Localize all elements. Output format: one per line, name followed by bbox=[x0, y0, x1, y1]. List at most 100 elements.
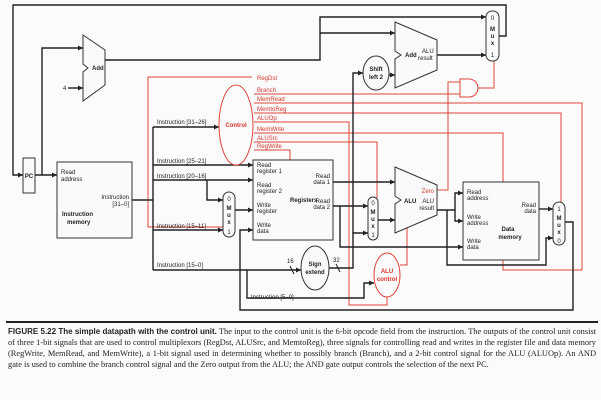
caption-divider bbox=[6, 321, 598, 323]
read-data-2-label: Read bbox=[316, 199, 330, 205]
field-20-16: Instruction [20–16] bbox=[157, 174, 207, 180]
control-label: Control bbox=[225, 123, 247, 129]
instruction-memory-title: Instruction bbox=[62, 212, 93, 218]
mux-label: M bbox=[371, 210, 376, 216]
signal-alusrc: ALUSrc bbox=[257, 136, 278, 142]
alu-result-label: ALU bbox=[422, 49, 434, 55]
write-data-label: Write bbox=[467, 239, 482, 245]
signal-branch: Branch bbox=[257, 88, 276, 94]
sign-extend-label: extend bbox=[305, 270, 325, 276]
mux-label: x bbox=[491, 41, 495, 47]
alu-result-label: result bbox=[419, 206, 434, 212]
field-31-26: Instruction [31–26] bbox=[157, 120, 207, 126]
alu-label: ALU bbox=[404, 199, 416, 205]
mux-label: M bbox=[557, 216, 562, 222]
read-data-2-label: data 2 bbox=[313, 205, 330, 211]
write-data-label: data bbox=[257, 229, 269, 235]
instruction-label: Instruction bbox=[101, 195, 129, 201]
control-signal-labels: RegDst Branch MemRead MemtoReg ALUOp Mem… bbox=[257, 76, 286, 150]
memtoreg-mux: 1 M u x 0 bbox=[552, 201, 566, 246]
read-data-1-label: data 1 bbox=[313, 180, 330, 186]
pc-adder: Add bbox=[82, 34, 106, 102]
signal-memread: MemRead bbox=[257, 97, 285, 103]
mux-label: u bbox=[227, 213, 231, 219]
mux-input-0: 0 bbox=[491, 16, 495, 22]
bits-32-label: 32 bbox=[333, 258, 340, 264]
alu-result-label: ALU bbox=[422, 199, 434, 205]
constant-four: 4 bbox=[63, 86, 67, 92]
signal-regdst: RegDst bbox=[257, 76, 277, 82]
signal-regwrite: RegWrite bbox=[257, 144, 283, 150]
instruction-field-labels: Instruction [31–26] Instruction [25–21] … bbox=[157, 120, 294, 301]
caption-label: FIGURE 5.22 The simple datapath with the… bbox=[8, 327, 217, 336]
read-address-label: address bbox=[61, 177, 82, 183]
shift-label: Shift bbox=[369, 67, 382, 73]
read-register-1-label: Read bbox=[257, 163, 271, 169]
mux-input-0: 0 bbox=[371, 201, 375, 207]
read-data-label: Read bbox=[522, 203, 536, 209]
mux-input-1: 1 bbox=[227, 230, 231, 236]
alu-control-label: ALU bbox=[381, 269, 393, 275]
field-25-21: Instruction [25–21] bbox=[157, 159, 207, 165]
read-address-label: address bbox=[467, 196, 488, 202]
instruction-memory-title: memory bbox=[67, 220, 91, 226]
read-address-label: Read bbox=[467, 190, 481, 196]
mux-label: M bbox=[227, 206, 232, 212]
write-register-label: register bbox=[257, 209, 277, 215]
registers-title: Registers bbox=[290, 198, 318, 204]
shift-label: left 2 bbox=[369, 75, 384, 81]
write-address-label: Write bbox=[467, 215, 482, 221]
write-register-label: Write bbox=[257, 203, 272, 209]
mux-input-1: 1 bbox=[557, 207, 561, 213]
signal-memtoreg: MemtoReg bbox=[257, 107, 286, 113]
datapath-diagram: PC 4 Add Add ALU result Shift left 2 0 M… bbox=[12, 4, 583, 311]
pc-mux: 0 M u x 1 bbox=[485, 10, 500, 62]
field-15-11: Instruction [15–11] bbox=[157, 224, 206, 230]
mux-input-0: 0 bbox=[227, 197, 231, 203]
mux-input-1: 1 bbox=[371, 233, 375, 239]
write-data-label: Write bbox=[257, 223, 272, 229]
write-data-label: data bbox=[467, 245, 479, 251]
read-register-2-label: Read bbox=[257, 183, 271, 189]
data-memory-title: memory bbox=[498, 235, 522, 241]
bits-16-label: 16 bbox=[287, 259, 294, 265]
field-5-0: Instruction [5–0] bbox=[251, 295, 294, 301]
read-register-1-label: register 1 bbox=[257, 169, 283, 175]
mux-label: u bbox=[557, 223, 561, 229]
alu-control-label: control bbox=[377, 277, 398, 283]
zero-label: Zero bbox=[422, 189, 435, 195]
data-memory-title: Data bbox=[501, 227, 515, 233]
main-alu: ALU Zero ALU result bbox=[394, 166, 438, 234]
add-label: Add bbox=[405, 53, 417, 59]
alusrc-mux: 0 M u x 1 bbox=[367, 196, 379, 241]
register-file: Read register 1 Read register 2 Write re… bbox=[252, 159, 334, 241]
mux-label: u bbox=[371, 217, 375, 223]
sign-extend: Sign extend 16 32 bbox=[287, 245, 340, 291]
instruction-memory: Read address Instruction [31–0] Instruct… bbox=[56, 161, 133, 239]
sign-extend-label: Sign bbox=[309, 262, 322, 268]
mux-label: x bbox=[371, 224, 375, 230]
read-data-1-label: Read bbox=[316, 174, 330, 180]
caption-text: The input to the control unit is the 6-b… bbox=[8, 327, 596, 369]
branch-adder: Add ALU result bbox=[394, 21, 438, 89]
control-unit: Control bbox=[218, 84, 254, 166]
mux-input-1: 1 bbox=[491, 53, 495, 59]
pc-register: PC bbox=[22, 157, 36, 194]
mux-label: M bbox=[490, 27, 495, 33]
read-register-2-label: register 2 bbox=[257, 189, 283, 195]
control-wires bbox=[147, 60, 583, 306]
and-gate bbox=[459, 78, 479, 98]
mux-label: x bbox=[557, 230, 561, 236]
instruction-label: [31–0] bbox=[112, 202, 129, 208]
mux-input-0: 0 bbox=[557, 239, 561, 245]
figure-caption: FIGURE 5.22 The simple datapath with the… bbox=[8, 326, 596, 370]
pc-label: PC bbox=[25, 174, 34, 180]
add-label: Add bbox=[92, 66, 104, 72]
data-memory: Read address Write address Write data Re… bbox=[462, 181, 540, 261]
regdst-mux: 0 M u x 1 bbox=[222, 191, 236, 238]
alu-control: ALU control bbox=[373, 252, 401, 298]
alu-result-label: result bbox=[418, 56, 433, 62]
read-address-label: Read bbox=[61, 170, 75, 176]
read-data-label: data bbox=[524, 209, 536, 215]
write-address-label: address bbox=[467, 221, 488, 227]
